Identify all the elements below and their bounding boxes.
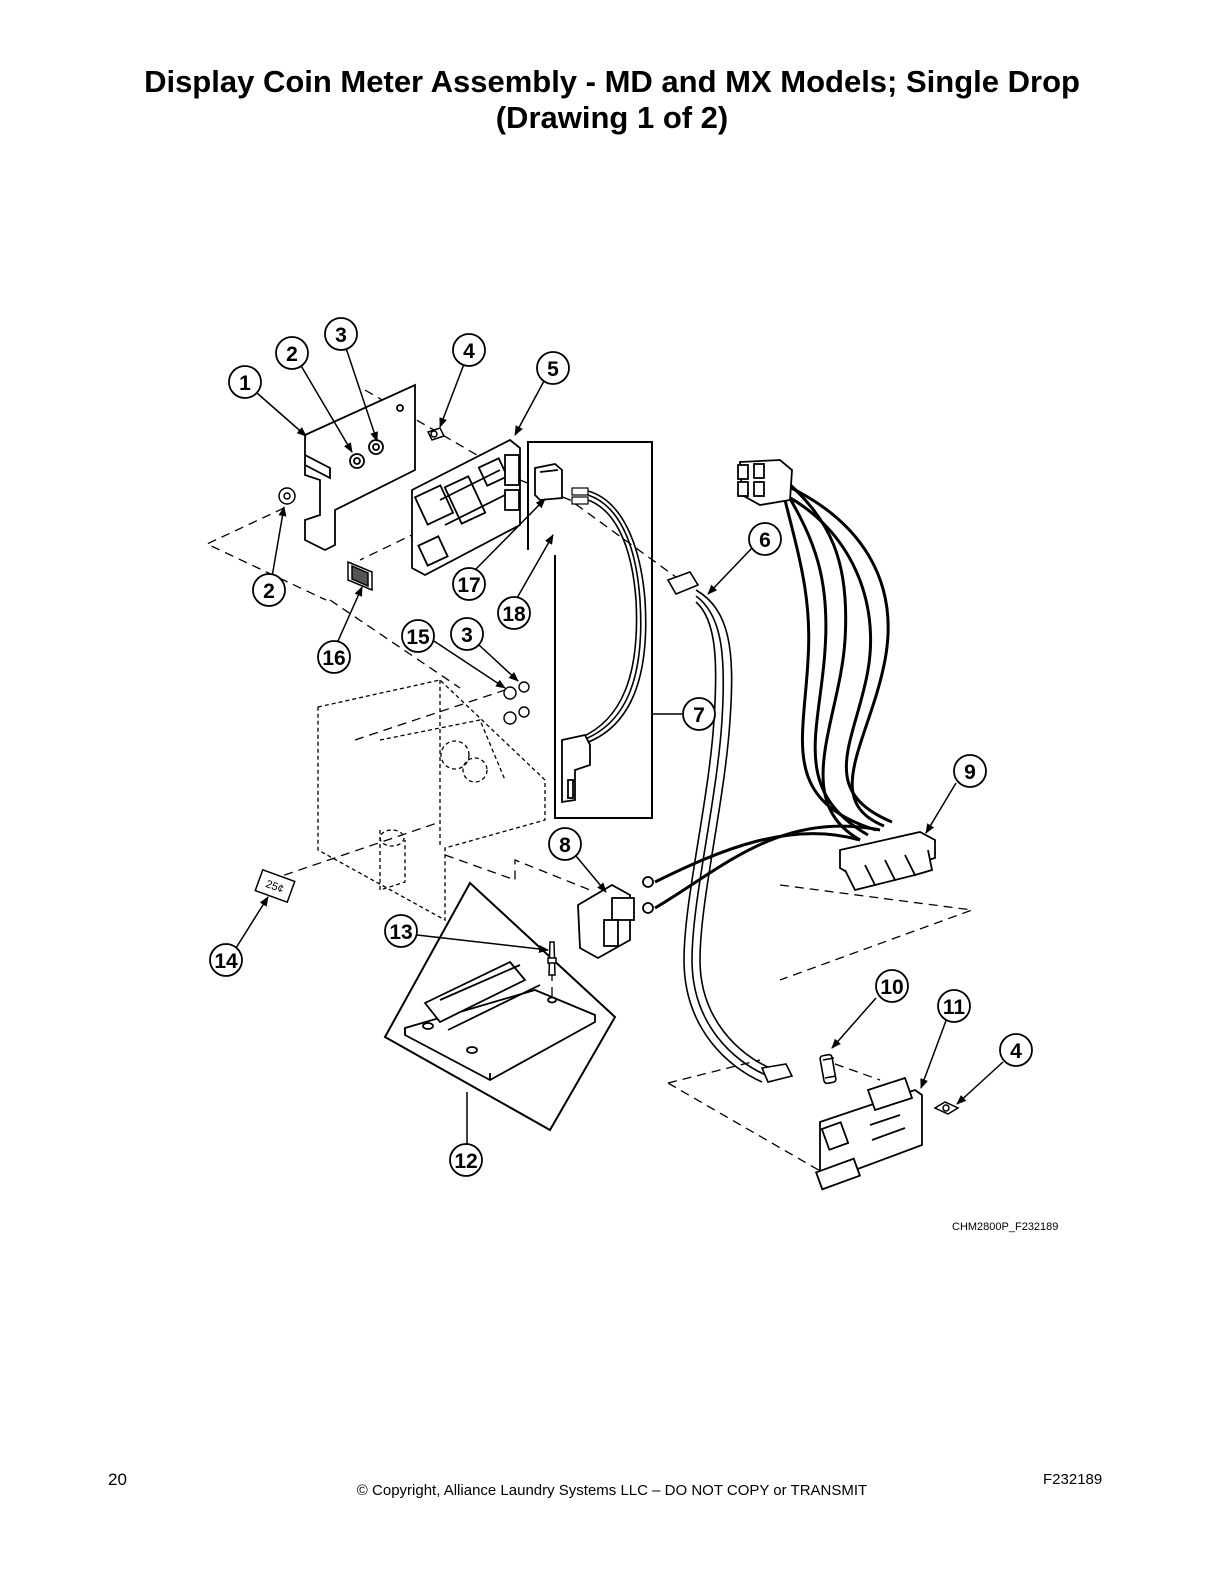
callout-16: 16 (317, 640, 351, 674)
callout-12: 12 (449, 1143, 483, 1177)
callout-label: 3 (335, 324, 347, 347)
callout-label: 18 (502, 603, 526, 626)
coin-slide-base (404, 960, 596, 1082)
callout-label: 14 (214, 950, 238, 973)
callout-2: 2 (275, 336, 309, 370)
callout-label: 4 (1010, 1040, 1022, 1063)
callout-label: 13 (389, 921, 412, 944)
power-circuit-board (814, 1076, 923, 1191)
document-code: F232189 (1043, 1471, 1103, 1488)
callout-2b: 2 (252, 573, 286, 607)
callout-label: 15 (406, 626, 430, 649)
callout-label: 8 (559, 834, 571, 857)
callout-8: 8 (548, 827, 582, 861)
callout-14: 14 (209, 943, 243, 977)
display-circuit-board (411, 438, 521, 577)
callout-label: 3 (461, 624, 473, 647)
coin-switch (577, 876, 654, 960)
harness-terminal-block (839, 831, 936, 892)
callout-17: 17 (452, 567, 486, 601)
washer (278, 487, 296, 505)
coin-drop-housing (317, 679, 546, 922)
callout-label: 2 (286, 343, 298, 366)
callout-label: 6 (759, 529, 771, 552)
page-title: Display Coin Meter Assembly - MD and MX … (144, 64, 1080, 99)
callout-label: 16 (322, 647, 345, 670)
page-subtitle: (Drawing 1 of 2) (495, 100, 729, 135)
callout-4: 4 (452, 333, 486, 367)
wire-harness-6 (683, 589, 771, 1083)
harness-top-connector (737, 459, 793, 506)
fuse (819, 1053, 837, 1085)
leader-lines-plain (466, 713, 682, 1147)
callout-label: 17 (457, 574, 480, 597)
callout-label: 10 (880, 976, 903, 999)
callout-7: 7 (682, 697, 716, 731)
harness-connector (561, 733, 591, 804)
callout-3b: 3 (450, 617, 484, 651)
switch-lead-wires (654, 824, 881, 910)
callout-label: 11 (943, 996, 966, 1019)
callout-6: 6 (748, 522, 782, 556)
callout-15: 15 (401, 619, 435, 653)
drawing-code: CHM2800P_F232189 (952, 1221, 1058, 1233)
coin-slide-pin (547, 941, 557, 976)
connector-plug (534, 463, 563, 501)
nut-pair (503, 681, 530, 725)
callout-18: 18 (497, 596, 531, 630)
coin-value-text: 25¢ (264, 878, 285, 896)
callout-label: 1 (239, 372, 251, 395)
callout-9: 9 (953, 754, 987, 788)
callout-label: 9 (964, 761, 976, 784)
callout-5: 5 (536, 351, 570, 385)
alignment-lines (205, 389, 973, 1173)
callout-label: 5 (547, 358, 559, 381)
wing-screw (933, 1101, 960, 1115)
callout-label: 4 (463, 340, 475, 363)
wire-harness-7 (579, 490, 647, 746)
page-number: 20 (108, 1470, 127, 1489)
bracket-plate (304, 383, 416, 552)
callout-10: 10 (875, 969, 909, 1003)
harness-6-plug-bottom (760, 1063, 794, 1083)
copyright-notice: © Copyright, Alliance Laundry Systems LL… (356, 1482, 868, 1499)
harness-6-plug-top (666, 571, 700, 596)
callout-4b: 4 (999, 1033, 1033, 1067)
wire-terminal-pins (571, 487, 589, 505)
callout-11: 11 (937, 989, 971, 1023)
screw-fastener (426, 427, 446, 441)
harness-bracket-frame (527, 441, 653, 819)
callout-3: 3 (324, 317, 358, 351)
callout-1: 1 (228, 365, 262, 399)
callout-label: 7 (693, 704, 705, 727)
callout-13: 13 (384, 914, 418, 948)
callout-label: 2 (263, 580, 275, 603)
label-plate (347, 560, 373, 592)
coin-slide-detail (383, 881, 617, 1132)
main-wire-harness (783, 478, 893, 842)
coin-value-label: 25¢ (254, 868, 296, 904)
callout-label: 12 (454, 1150, 477, 1173)
leader-lines (235, 347, 1004, 1105)
